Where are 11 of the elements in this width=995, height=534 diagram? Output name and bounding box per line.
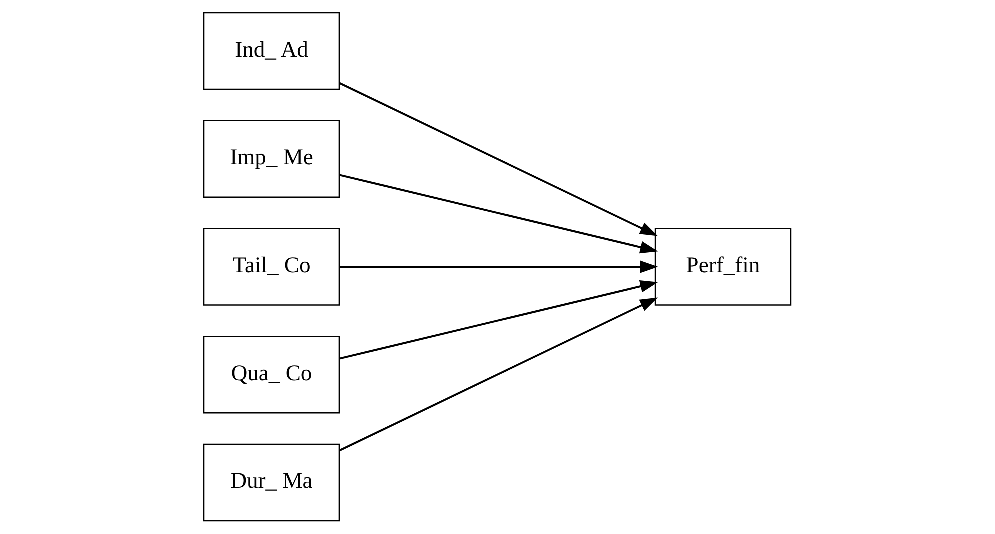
node-box: Qua_ Co [203,336,340,414]
arrow [340,174,658,254]
arrow [340,260,658,274]
node-box: Perf_fin [654,228,792,306]
arrow [339,82,658,236]
arrow [340,280,658,360]
arrow [339,298,658,452]
node-box: Ind_ Ad [203,12,340,90]
node-box: Imp_ Me [203,120,340,198]
node-box: Tail_ Co [203,228,340,306]
node-box: Dur_ Ma [203,444,340,522]
